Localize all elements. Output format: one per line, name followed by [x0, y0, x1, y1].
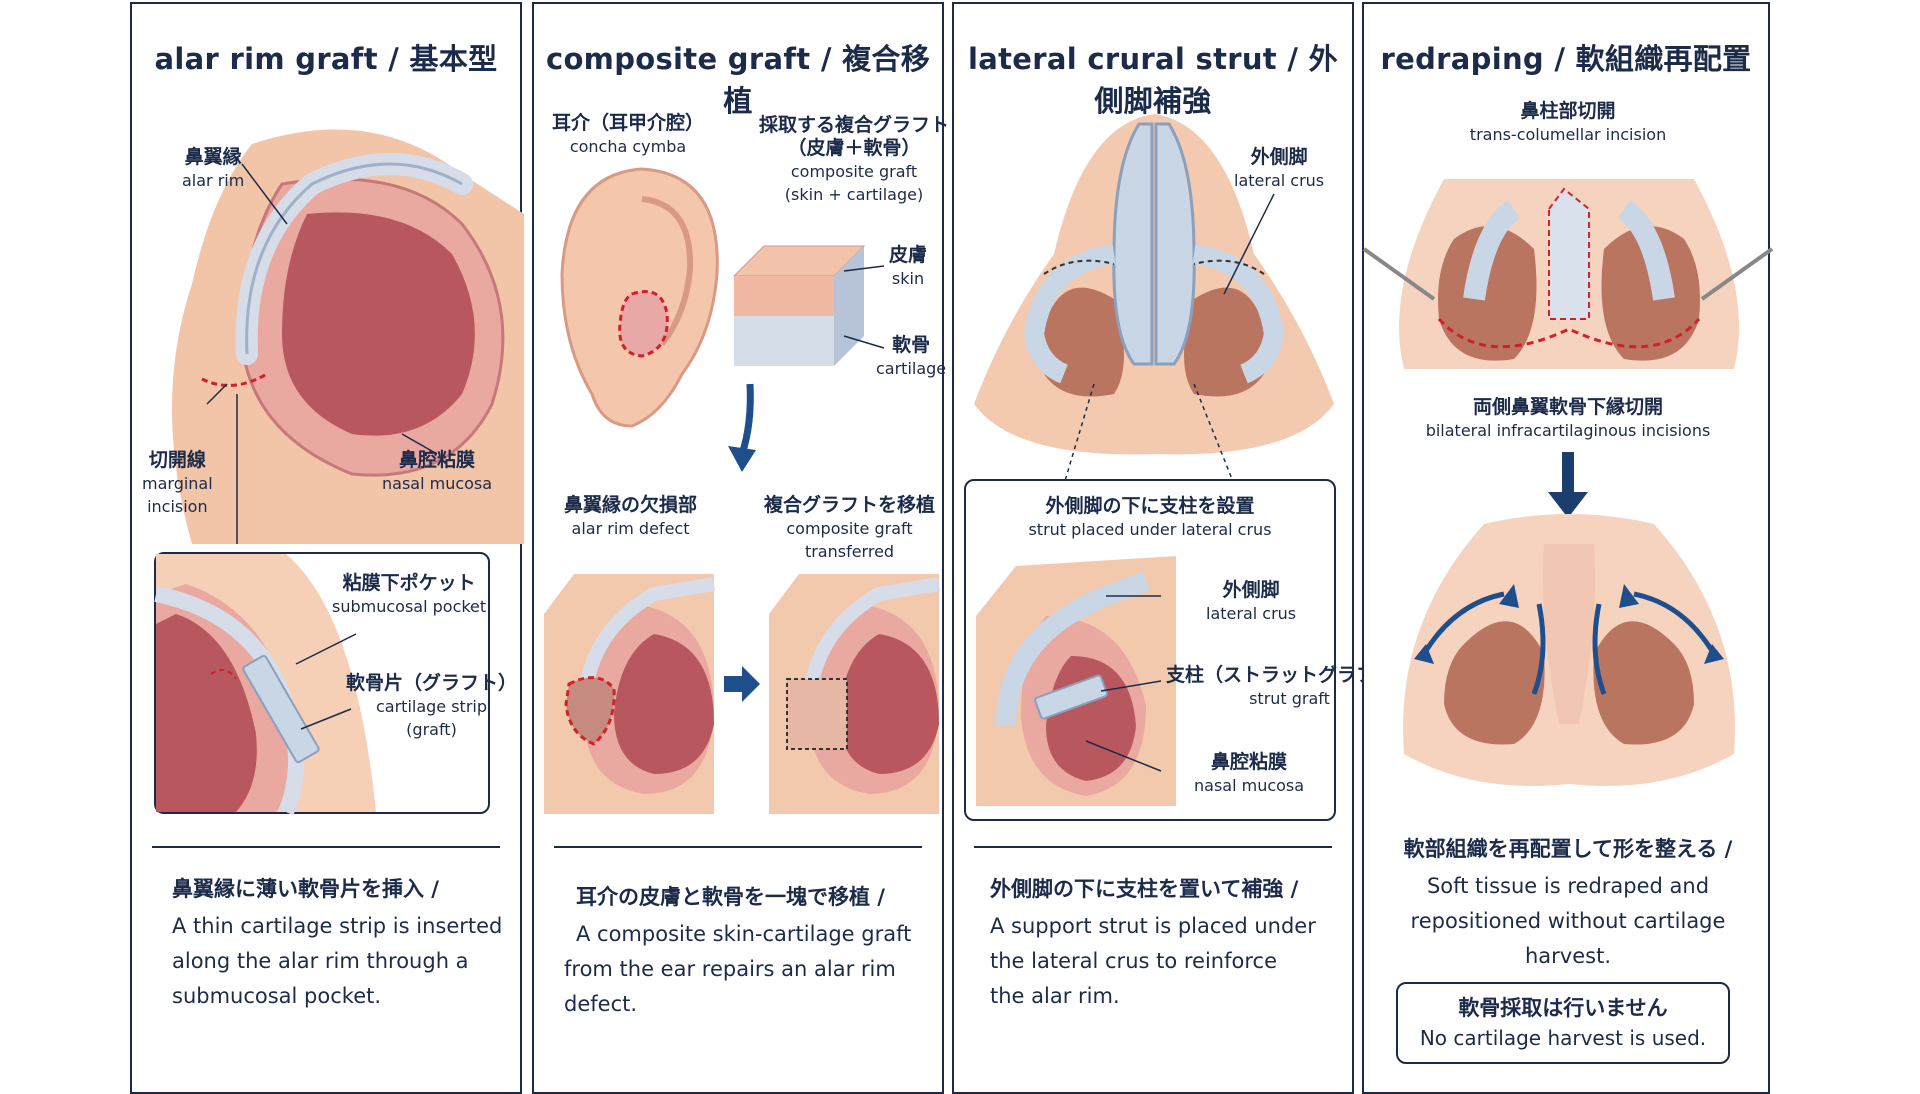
- redraped-nose-illustration: [1403, 514, 1735, 786]
- ear-illustration: [560, 167, 719, 428]
- nose-base-illustration: [974, 114, 1334, 485]
- no-harvest-note: 軟骨採取は行いません No cartilage harvest is used.: [1396, 982, 1730, 1064]
- alar-rim-illustration: [172, 129, 524, 545]
- graft-block-illustration: [732, 245, 885, 366]
- harvest-graft-label: 採取する複合グラフト（皮膚＋軟骨）composite graft(skin + …: [759, 114, 950, 204]
- pocket-detail-illustration: [154, 554, 376, 816]
- incisions-illustration: [1362, 179, 1774, 369]
- panel-title: composite graft / 複合移植: [545, 42, 931, 118]
- strut-detail-illustration: [976, 556, 1176, 806]
- panel-description: 外側脚の下に支柱を置いて補強 / A support strut is plac…: [990, 877, 1316, 1008]
- panel-description: 鼻翼縁に薄い軟骨片を挿入 / A thin cartilage strip is…: [172, 877, 503, 1008]
- panel-title: lateral crural strut / 外側脚補強: [968, 42, 1338, 118]
- panel-title: alar rim graft / 基本型: [154, 42, 498, 76]
- panel-composite-graft: composite graft / 複合移植 耳介（耳甲介腔）concha cy…: [532, 2, 949, 1094]
- panel-title: redraping / 軟組織再配置: [1380, 42, 1752, 76]
- down-arrow-icon: [728, 383, 756, 472]
- divider: [152, 846, 500, 848]
- right-arrow-icon: [724, 666, 760, 702]
- concha-label: 耳介（耳甲介腔）concha cymba: [552, 112, 705, 156]
- divider: [974, 846, 1332, 848]
- cartilage-strip-label: 軟骨片（グラフト）cartilage strip(graft): [346, 672, 518, 739]
- note-en: No cartilage harvest is used.: [1419, 1026, 1707, 1050]
- defect-illustration: [544, 574, 716, 814]
- note-jp: 軟骨採取は行いません: [1458, 996, 1668, 1020]
- panel-description: 軟部組織を再配置して形を整える / Soft tissue is redrape…: [1403, 837, 1733, 968]
- divider: [554, 846, 922, 848]
- transferred-graft-illustration: [769, 574, 941, 814]
- strut-graft-label: 支柱（ストラットグラフト）strut graft: [1166, 664, 1414, 708]
- panel-description: 耳介の皮膚と軟骨を一塊で移植 / A composite skin-cartil…: [564, 885, 912, 1016]
- down-arrow-icon: [1548, 452, 1588, 518]
